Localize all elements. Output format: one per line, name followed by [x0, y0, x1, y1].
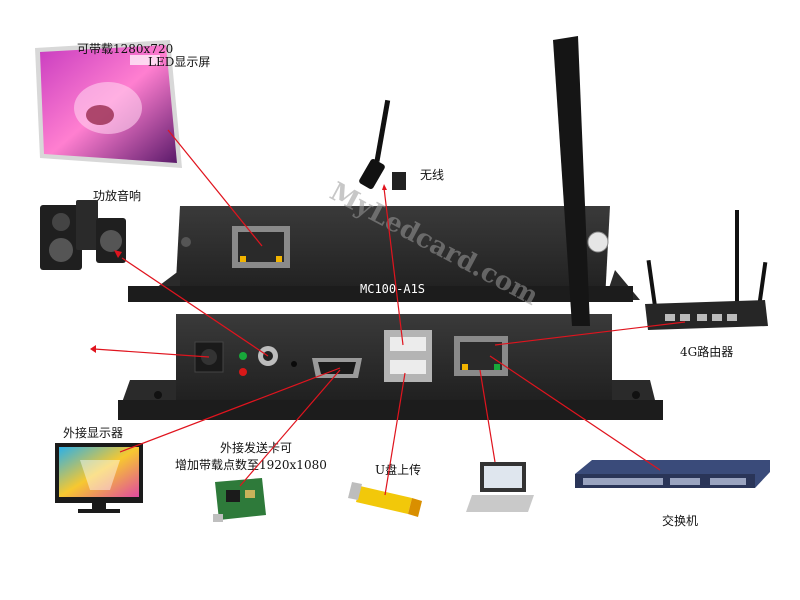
led-display-screen	[35, 40, 182, 168]
network-switch-icon	[575, 460, 770, 488]
line-power	[93, 348, 210, 358]
line-usb	[384, 372, 406, 496]
line-wireless	[383, 187, 404, 346]
external-monitor-icon	[55, 443, 143, 513]
wifi-dongle-icon	[359, 99, 406, 190]
usb-drive-icon	[348, 482, 422, 517]
sending-card-icon	[213, 478, 266, 522]
speaker-set-icon	[40, 200, 126, 270]
laptop-icon	[466, 462, 534, 512]
line-led-screen	[167, 129, 263, 247]
player-box-device	[118, 206, 663, 420]
line-router	[494, 321, 686, 346]
external-display-label: 外接显示器	[63, 425, 123, 440]
router-4g-icon	[645, 210, 768, 330]
antenna-icon	[553, 36, 609, 326]
line-amplifier	[121, 257, 269, 357]
usb-upload-label: U盘上传	[375, 462, 421, 477]
line-external-display	[119, 367, 341, 453]
led-screen-label-line2: LED显示屏	[148, 55, 210, 69]
router-label: 4G路由器	[680, 344, 733, 359]
connector-lines	[90, 129, 686, 496]
switch-label: 交换机	[662, 513, 698, 528]
model-name: MC100-A1S	[360, 282, 425, 296]
led-screen-label-line1: 可带载1280x720	[77, 42, 173, 56]
wireless-label: 无线	[420, 168, 444, 182]
sending-card-label-line2: 增加带载点数至1920x1080	[175, 457, 327, 472]
line-laptop	[479, 369, 496, 463]
amplifier-label: 功放音响	[93, 188, 141, 203]
sending-card-label-line1: 外接发送卡可	[220, 440, 292, 455]
line-switch	[489, 355, 661, 471]
line-sending-card	[239, 369, 341, 487]
